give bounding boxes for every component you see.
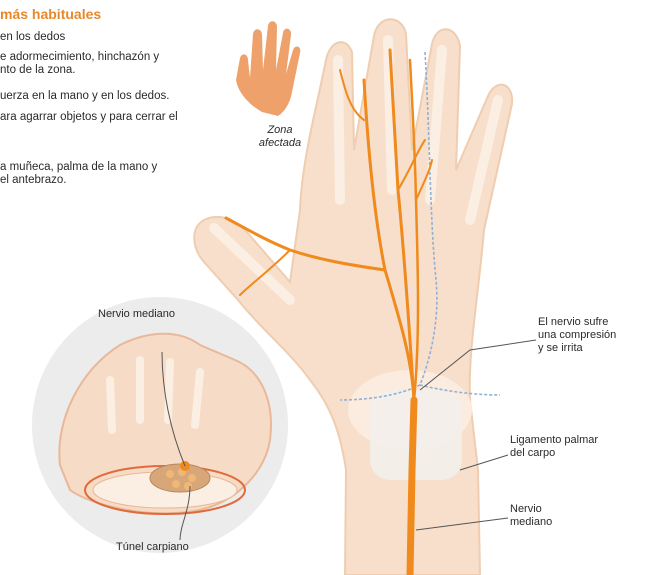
ligament-callout: Ligamento palmar del carpo xyxy=(510,434,598,460)
symptom-line: nto de la zona. xyxy=(0,64,200,77)
callout-line: mediano xyxy=(510,516,552,529)
callout-line: una compresión xyxy=(538,329,616,342)
symptom-item: e adormecimiento, hinchazón y nto de la … xyxy=(0,51,200,77)
symptom-line: a muñeca, palma de la mano y xyxy=(0,161,200,174)
symptom-line: el antebrazo. xyxy=(0,174,200,187)
affected-zone-line: afectada xyxy=(250,137,310,150)
symptoms-heading: más habituales xyxy=(0,6,101,22)
symptom-item: uerza en la mano y en los dedos. xyxy=(0,90,200,103)
symptom-line: e adormecimiento, hinchazón y xyxy=(0,51,200,64)
affected-zone-hand-icon xyxy=(236,21,300,116)
inset-nerve-label: Nervio mediano xyxy=(98,308,175,321)
callout-line: y se irrita xyxy=(538,342,616,355)
compression-callout: El nervio sufre una compresión y se irri… xyxy=(538,316,616,355)
affected-zone-line: Zona xyxy=(250,124,310,137)
symptom-item: ara agarrar objetos y para cerrar el xyxy=(0,111,200,124)
callout-line: Ligamento palmar xyxy=(510,434,598,447)
nerve-callout: Nervio mediano xyxy=(510,503,552,529)
symptom-line: ara agarrar objetos y para cerrar el xyxy=(0,111,200,124)
symptom-item: en los dedos xyxy=(0,31,200,44)
callout-line: El nervio sufre xyxy=(538,316,616,329)
carpal-tunnel-inset xyxy=(32,297,288,553)
symptom-line: en los dedos xyxy=(0,31,200,44)
affected-zone-label: Zona afectada xyxy=(250,124,310,150)
callout-line: del carpo xyxy=(510,447,598,460)
symptom-line: uerza en la mano y en los dedos. xyxy=(0,90,200,103)
inset-tunnel-label: Túnel carpiano xyxy=(116,541,189,554)
callout-line: Nervio xyxy=(510,503,552,516)
symptom-item: a muñeca, palma de la mano y el antebraz… xyxy=(0,161,200,187)
